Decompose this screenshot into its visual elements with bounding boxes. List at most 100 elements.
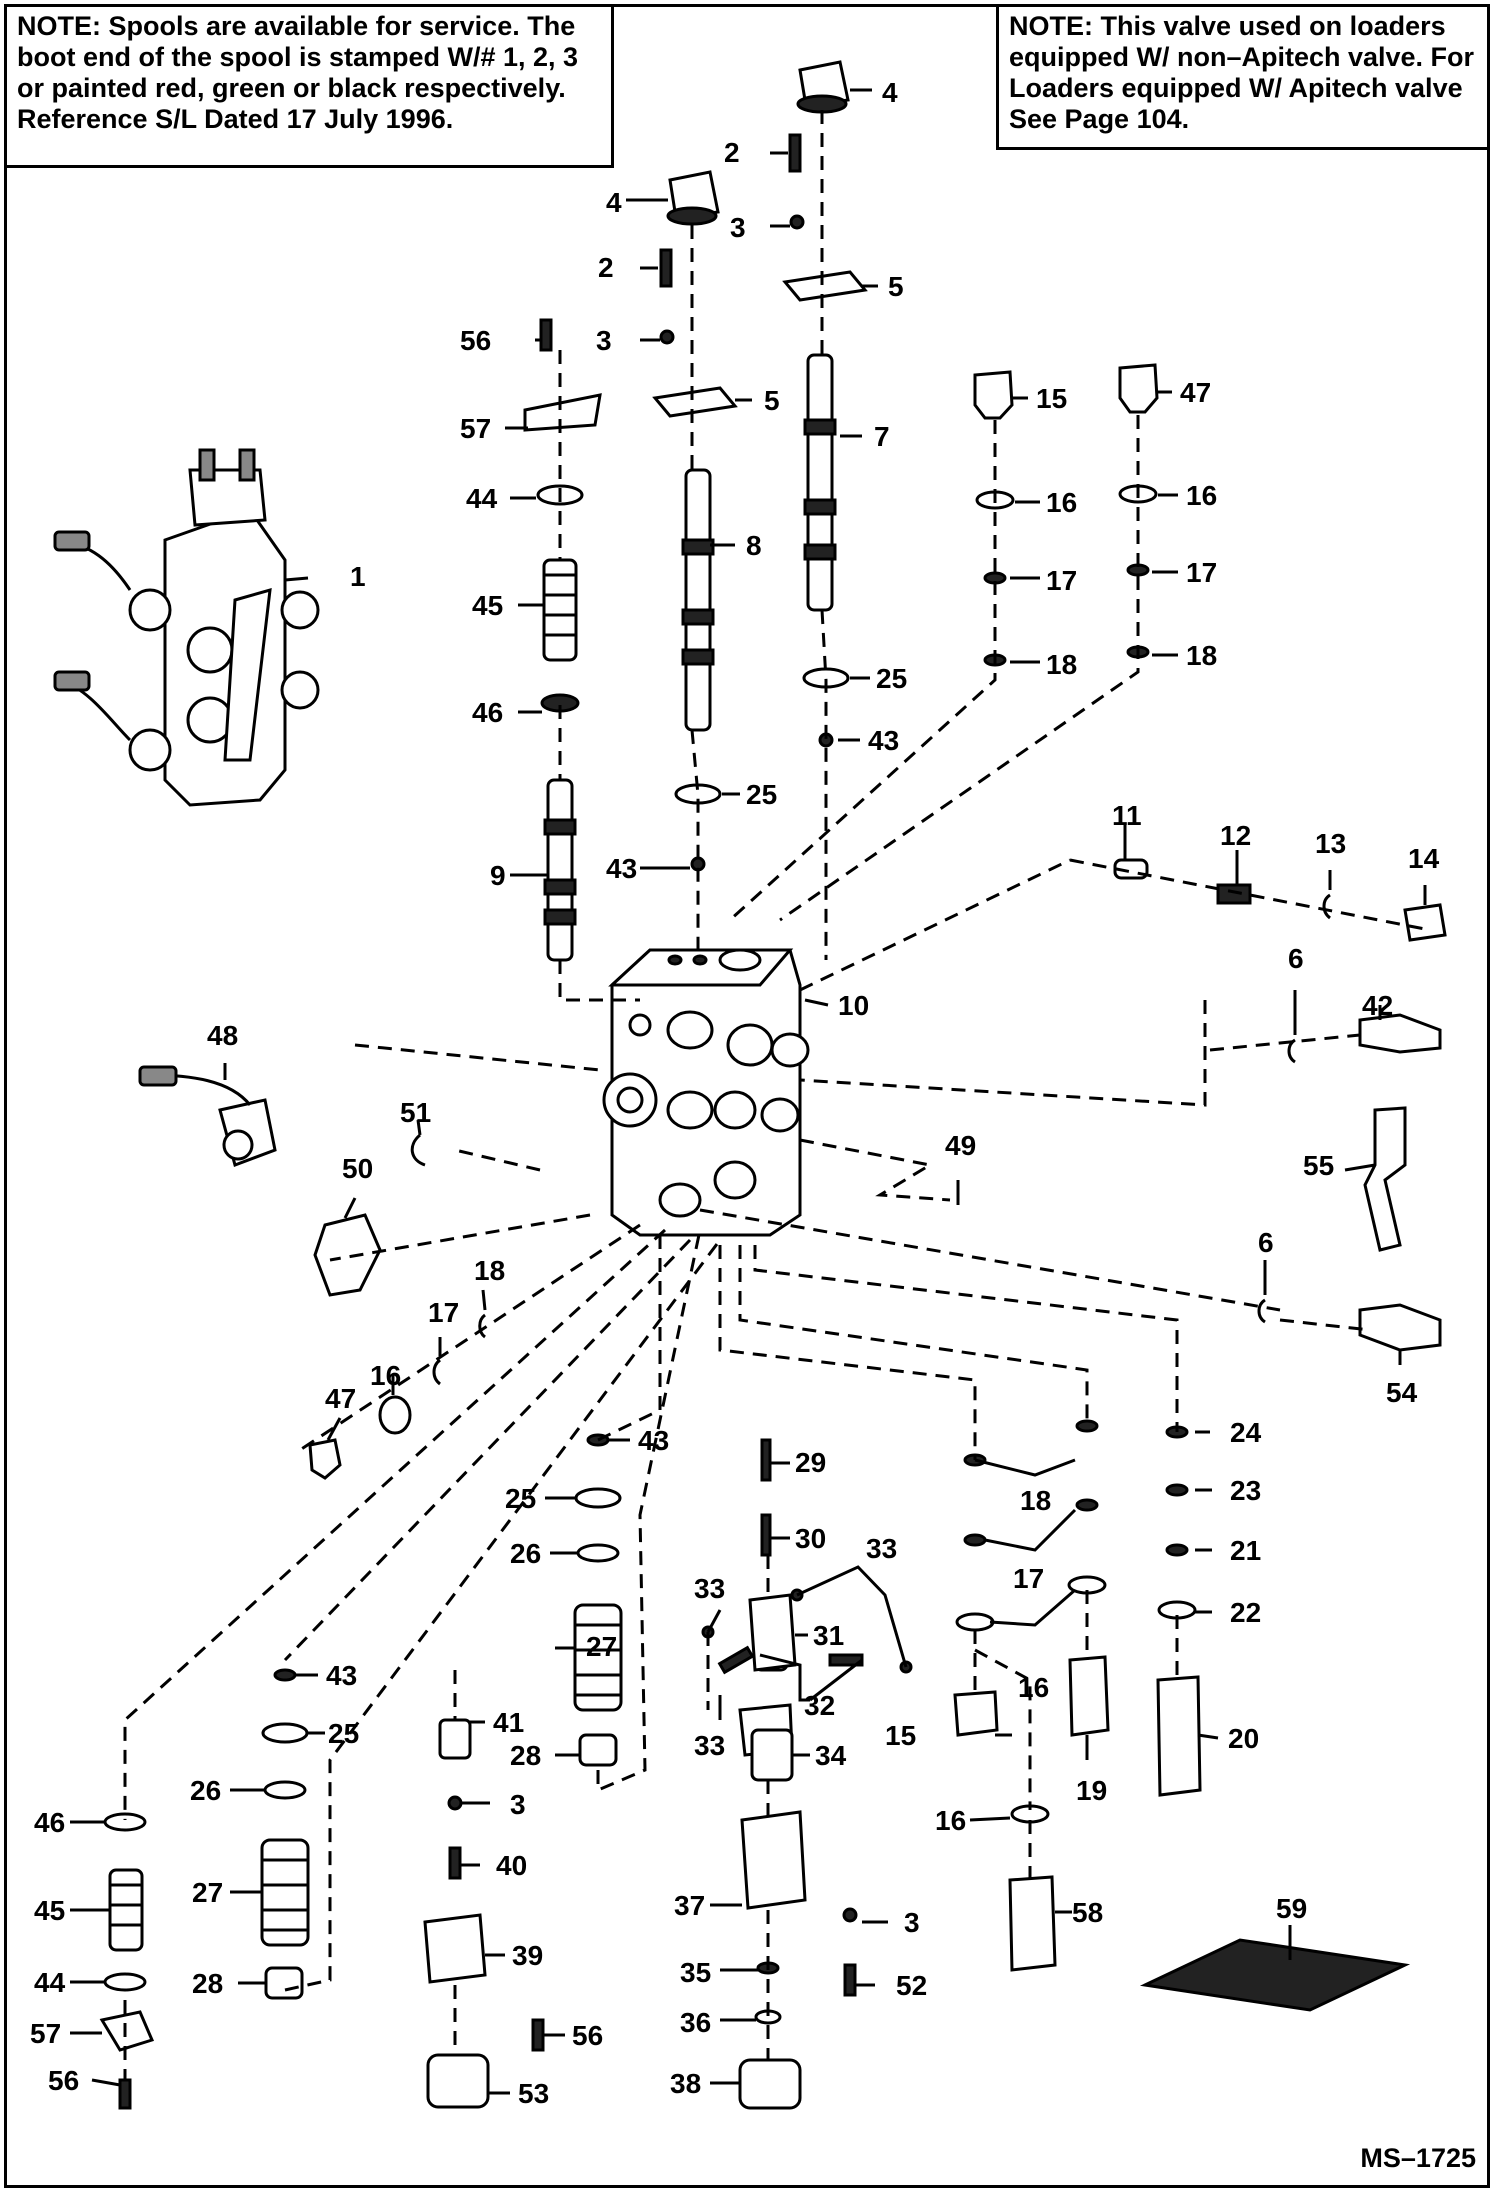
- bottom-stack-41-3-40-39-53-56: [423, 1718, 545, 2109]
- callout-label: 25: [328, 1718, 359, 1749]
- callout-label: 16: [370, 1360, 401, 1391]
- callout-label: 54: [1386, 1377, 1418, 1408]
- bottom-stack-43-25-26-27-28-left: [260, 1668, 310, 2000]
- plate-parts-5: [652, 270, 868, 418]
- valve-assembly-part-1: [53, 448, 320, 807]
- note-label: NOTE:: [17, 11, 101, 41]
- callout-label: 43: [606, 853, 637, 884]
- callout-label: 35: [680, 1957, 711, 1988]
- callout-label: 28: [510, 1740, 541, 1771]
- callout-label: 16: [935, 1805, 966, 1836]
- callout-label: 20: [1228, 1723, 1259, 1754]
- callout-label: 4: [606, 187, 622, 218]
- leader-lines: [70, 88, 1427, 2095]
- callout-label: 43: [868, 725, 899, 756]
- spool-part-8: [681, 468, 715, 732]
- callout-label: 18: [1020, 1485, 1051, 1516]
- callout-label: 31: [813, 1620, 844, 1651]
- callout-label: 9: [490, 860, 506, 891]
- callout-label: 4: [882, 77, 898, 108]
- callout-label: 52: [896, 1970, 927, 2001]
- callout-label: 47: [1180, 377, 1211, 408]
- callout-label: 17: [1013, 1563, 1044, 1594]
- callout-label: 26: [190, 1775, 221, 1806]
- callout-label: 18: [1046, 649, 1077, 680]
- callout-label: 18: [474, 1255, 505, 1286]
- callout-label: 47: [325, 1383, 356, 1414]
- callout-label: 43: [326, 1660, 357, 1691]
- callout-label: 57: [30, 2018, 61, 2049]
- callout-label: 43: [638, 1425, 669, 1456]
- note-text: This valve used on loaders equipped W/ n…: [1009, 11, 1475, 134]
- callout-label: 48: [207, 1020, 238, 1051]
- callout-label: 15: [885, 1720, 916, 1751]
- callout-label: 16: [1046, 487, 1077, 518]
- left-side-parts: [138, 1065, 487, 1480]
- drawing-code: MS–1725: [1360, 2143, 1476, 2173]
- callout-label: 1: [350, 561, 366, 592]
- callout-label: 5: [888, 271, 904, 302]
- pilot-cluster-31-32-33-34: [701, 1588, 913, 1782]
- callout-label: 16: [1186, 480, 1217, 511]
- callout-label: 17: [1186, 557, 1217, 588]
- callout-label: 23: [1230, 1475, 1261, 1506]
- callout-label: 33: [694, 1573, 725, 1604]
- callout-label: 16: [1018, 1672, 1049, 1703]
- callout-label: 25: [746, 779, 777, 810]
- spring-stack-top: [523, 318, 602, 713]
- right-side-parts: [1113, 858, 1447, 1352]
- callout-label: 37: [674, 1890, 705, 1921]
- callout-label: 46: [34, 1807, 65, 1838]
- plug-stack-47: [1118, 363, 1159, 659]
- callout-label: 44: [466, 483, 498, 514]
- callout-label: 25: [505, 1483, 536, 1514]
- callout-label: 45: [34, 1895, 65, 1926]
- callout-label: 24: [1230, 1417, 1262, 1448]
- callout-label: 2: [724, 137, 740, 168]
- callout-label: 3: [510, 1789, 526, 1820]
- valve-body-part-10: [602, 948, 810, 1237]
- callout-label: 32: [804, 1690, 835, 1721]
- callout-label: 3: [730, 212, 746, 243]
- callout-label: 27: [192, 1877, 223, 1908]
- note-label: NOTE:: [1009, 11, 1093, 41]
- callout-label: 2: [598, 252, 614, 283]
- callout-label: 58: [1072, 1897, 1103, 1928]
- callout-label: 15: [1036, 383, 1067, 414]
- bottom-stack-43-25-26-27-28-center: [573, 1433, 623, 1767]
- callout-label: 13: [1315, 828, 1346, 859]
- callout-label: 53: [518, 2078, 549, 2109]
- note-text: Spools are available for service. The bo…: [17, 11, 579, 134]
- service-note-valve: NOTE: This valve used on loaders equippe…: [996, 4, 1490, 150]
- callout-label: 36: [680, 2007, 711, 2038]
- callout-label: 49: [945, 1130, 976, 1161]
- callout-label: 3: [596, 325, 612, 356]
- callout-label: 38: [670, 2068, 701, 2099]
- callout-label: 42: [1362, 990, 1393, 1021]
- callout-label: 29: [795, 1447, 826, 1478]
- gasket-part-59: [1139, 1938, 1411, 2012]
- bottom-right-stack-15-16-17-18-19-20-58: [953, 1419, 1202, 1972]
- callout-label: 44: [34, 1967, 66, 1998]
- callout-label: 46: [472, 697, 503, 728]
- callout-label: 28: [192, 1968, 223, 1999]
- callout-label: 10: [838, 990, 869, 1021]
- callout-label: 30: [795, 1523, 826, 1554]
- callout-label: 33: [866, 1533, 897, 1564]
- callout-label: 11: [1112, 800, 1142, 831]
- callout-label: 25: [876, 663, 907, 694]
- callout-label: 57: [460, 413, 491, 444]
- callout-label: 3: [904, 1907, 920, 1938]
- callout-label: 7: [874, 421, 890, 452]
- assembly-lines: [123, 110, 1431, 2080]
- callout-labels: 1 2 2 3 3 3 3 4 4 5 5 6 6 7 8 9 10 11 12…: [30, 77, 1440, 2109]
- callout-label: 56: [48, 2065, 79, 2096]
- service-note-spools: NOTE: Spools are available for service. …: [4, 4, 614, 168]
- callout-label: 55: [1303, 1150, 1334, 1181]
- callout-label: 6: [1288, 943, 1304, 974]
- callout-label: 26: [510, 1538, 541, 1569]
- bottom-stack-46-45-44-57-56: [99, 1812, 155, 2110]
- callout-label: 40: [496, 1850, 527, 1881]
- callout-label: 14: [1408, 843, 1440, 874]
